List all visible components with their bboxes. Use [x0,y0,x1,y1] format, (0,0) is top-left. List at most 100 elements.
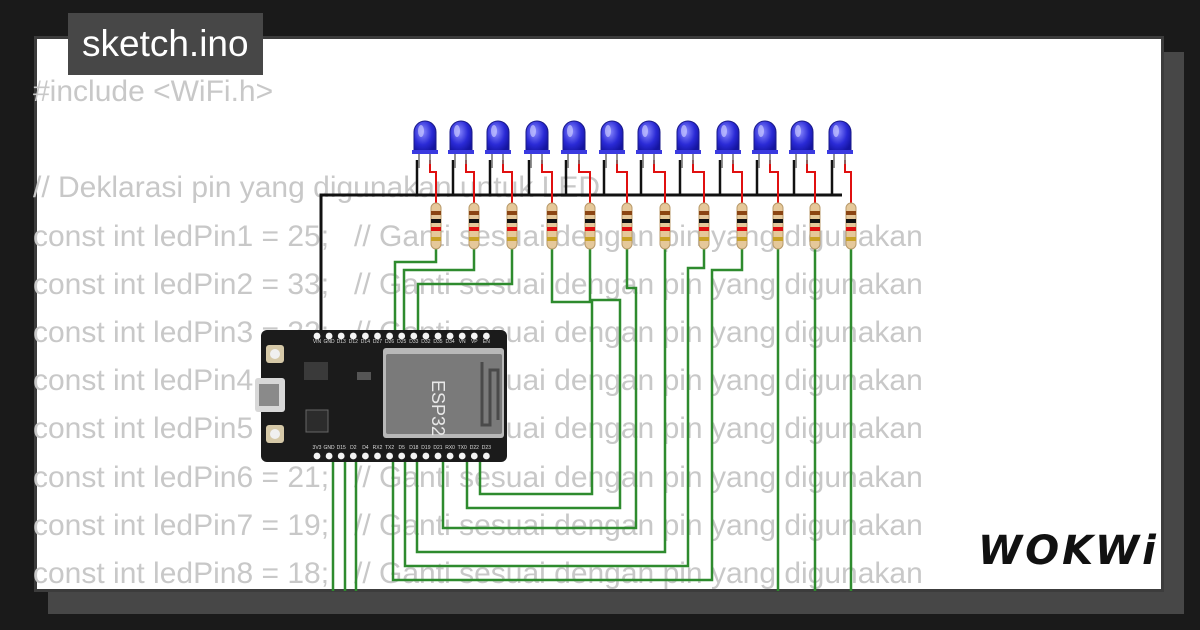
led [827,120,853,168]
led [599,120,625,168]
resistor [621,202,633,250]
pin-top [422,332,430,340]
pin-label: D12 [349,339,358,345]
pin-label: D2 [350,445,357,451]
pin-label: RX2 [373,445,383,451]
signal-wire [416,249,514,336]
pin-top [410,332,418,340]
pin-bottom [422,452,430,460]
pin-label: EN [483,339,490,345]
pin-bottom [446,452,454,460]
led [485,120,511,168]
pin-bottom [374,452,381,460]
ground-bus-wire [319,193,842,336]
pin-label: D15 [337,445,346,451]
signal-wire [403,249,706,568]
pin-bottom [483,452,490,460]
pin-label: TX2 [385,445,394,451]
code-line: const int ledPin6 = 21; // Ganti sesuai … [33,460,923,494]
pin-top [470,332,478,340]
resistor [546,202,558,250]
pin-bottom [434,452,442,460]
led [448,120,474,168]
pin-top [458,332,466,340]
pin-top [446,332,454,340]
pin-top [386,332,393,340]
pin-label: D4 [362,445,369,451]
pin-label: VN [459,339,466,345]
pin-bottom [398,452,406,460]
pin-label: TX0 [458,445,467,451]
pin-label: D33 [409,339,418,345]
pin-top [434,332,442,340]
pin-label: D19 [421,445,430,451]
pin-bottom [337,452,345,460]
pin-top [398,332,406,340]
signal-wire [393,249,438,336]
resistor [736,202,748,250]
signal-wire [402,249,476,336]
pin-top [337,332,345,340]
resistor [468,202,480,250]
anode-wire [502,160,513,203]
wokwi-logo: WOKWi [978,528,1159,574]
resistor [845,202,857,250]
pin-top [374,332,381,340]
pin-label: D23 [482,445,491,451]
signal-wire [441,249,638,530]
pin-bottom [362,452,369,460]
anode-wire [578,160,591,203]
pin-bottom [325,452,333,460]
chip-label: ESP32 [428,380,448,436]
pin-label: VP [471,339,478,345]
anode-wire [541,160,553,203]
anode-wire [653,160,666,203]
pin-label: D14 [361,339,370,345]
resistor [809,202,821,250]
pin-bottom [386,452,393,460]
sketch-filename: sketch.ino [68,13,263,75]
pin-top [325,332,333,340]
resistor [584,202,596,250]
pin-label: D22 [470,445,479,451]
signal-wire [415,249,667,554]
resistor [659,202,671,250]
resistor [506,202,518,250]
signal-wire [465,249,622,510]
pin-label: D25 [397,339,406,345]
led [675,120,701,168]
signal-wire [478,249,594,496]
anode-wire [844,160,852,203]
led [752,120,778,168]
resistor [430,202,442,250]
pin-label: GND [324,445,336,451]
led [561,120,587,168]
led [412,120,438,168]
pin-label: D21 [433,445,442,451]
pin-label: RX0 [445,445,455,451]
pin-label: VIN [313,339,322,345]
pin-top [483,332,490,340]
signal-wire [391,249,744,582]
resistor [772,202,784,250]
pin-top [349,332,357,340]
pin-bottom [349,452,357,460]
pin-label: D5 [398,445,405,451]
pin-label: D13 [337,339,346,345]
pin-label: 3V3 [313,445,322,451]
pin-bottom [458,452,466,460]
pin-label: D27 [373,339,382,345]
anode-wire [769,160,779,203]
pin-bottom [410,452,418,460]
resistor [698,202,710,250]
pin-label: D35 [433,339,442,345]
code-line: const int ledPin7 = 19; // Ganti sesuai … [33,508,923,542]
pin-bottom [313,452,321,460]
anode-wire [806,160,816,203]
pin-bottom [470,452,478,460]
pin-label: GND [324,339,336,345]
preview-card [34,36,1164,592]
pin-top [362,332,369,340]
pin-label: D18 [409,445,418,451]
